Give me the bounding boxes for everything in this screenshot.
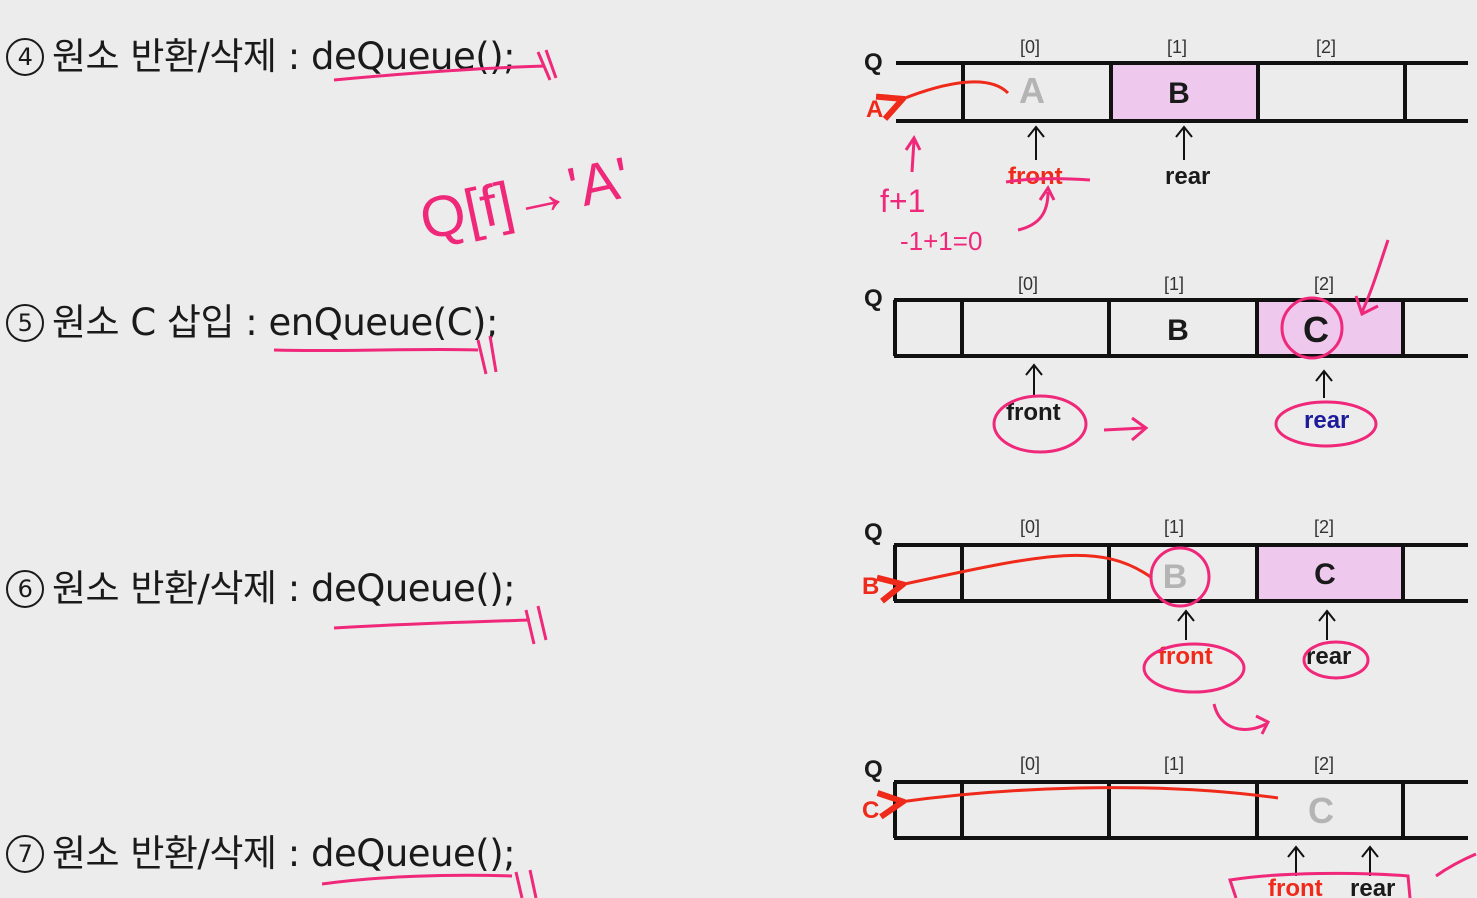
cell-value: B xyxy=(1167,314,1189,347)
returned-value: A xyxy=(866,96,883,123)
ghost-cell-value: C xyxy=(1308,790,1334,831)
queue-state-1: Q [0] [1] [2] A B A front rear xyxy=(864,37,1468,190)
strike-mark xyxy=(1005,177,1091,184)
handwritten-expression: Q[f]→'A' xyxy=(414,145,635,253)
queue-label: Q xyxy=(864,519,883,546)
underline-mark xyxy=(333,49,558,82)
handwritten-arrow xyxy=(1017,185,1056,232)
index-label: [0] xyxy=(1020,517,1040,537)
queue-label: Q xyxy=(864,756,883,783)
highlighted-cell xyxy=(1257,545,1403,601)
queue-label: Q xyxy=(864,285,883,312)
step-number-5: 5 xyxy=(6,304,44,342)
returned-value: B xyxy=(862,573,879,600)
step-5-title: 원소 C 삽입 : xyxy=(52,301,258,344)
rear-label: rear xyxy=(1350,875,1395,898)
cell-value: C xyxy=(1314,558,1336,591)
index-label: [0] xyxy=(1018,274,1038,294)
index-label: [1] xyxy=(1167,37,1187,57)
queue-state-3: Q [0] [1] [2] B C B front rear xyxy=(333,517,1468,735)
step-5-code: enQueue(C); xyxy=(268,301,499,344)
queue-label: Q xyxy=(864,49,883,76)
queue-state-4: Q [0] [1] [2] C C front rear xyxy=(321,754,1477,898)
circle-mark xyxy=(992,394,1088,454)
cell-value: C xyxy=(1303,309,1329,350)
handwritten-expression: f+1 xyxy=(880,183,925,219)
step-4-code: deQueue(); xyxy=(310,35,516,78)
handwritten-arrow xyxy=(904,135,922,173)
handwritten-expression: -1+1=0 xyxy=(900,226,982,256)
highlighted-cell xyxy=(1257,300,1403,356)
step-number-7: 7 xyxy=(6,835,44,873)
index-label: [1] xyxy=(1164,517,1184,537)
index-label: [1] xyxy=(1164,274,1184,294)
rear-label: rear xyxy=(1304,407,1349,434)
front-label: front xyxy=(1268,875,1323,898)
index-label: [2] xyxy=(1316,37,1336,57)
return-arrow xyxy=(900,786,1279,802)
step-7-title: 원소 반환/삭제 : xyxy=(52,832,300,875)
step-6-title: 원소 반환/삭제 : xyxy=(52,567,300,610)
index-label: [2] xyxy=(1314,754,1334,774)
returned-value: C xyxy=(862,797,879,824)
step-4-title: 원소 반환/삭제 : xyxy=(52,35,300,78)
queue-state-2: Q [0] [1] [2] B C front rear xyxy=(273,239,1468,454)
index-label: [1] xyxy=(1164,754,1184,774)
front-label: front xyxy=(1006,399,1061,426)
circle-mark xyxy=(1280,296,1344,360)
index-label: [0] xyxy=(1020,754,1040,774)
ghost-cell-value: A xyxy=(1019,70,1045,111)
index-label: [0] xyxy=(1020,37,1040,57)
step-7-code: deQueue(); xyxy=(310,832,516,875)
front-label: front xyxy=(1008,163,1063,190)
rear-label: rear xyxy=(1165,163,1210,190)
return-arrow xyxy=(900,553,1153,585)
highlighted-cell xyxy=(1111,63,1257,121)
index-label: [2] xyxy=(1314,517,1334,537)
cell-value: B xyxy=(1168,77,1190,110)
step-number-4: 4 xyxy=(6,38,44,76)
circle-mark xyxy=(1274,400,1378,448)
ghost-cell-value: B xyxy=(1163,558,1188,596)
step-number-6: 6 xyxy=(6,570,44,608)
step-6-code: deQueue(); xyxy=(310,567,516,610)
return-arrow xyxy=(900,80,1010,100)
index-label: [2] xyxy=(1314,274,1334,294)
